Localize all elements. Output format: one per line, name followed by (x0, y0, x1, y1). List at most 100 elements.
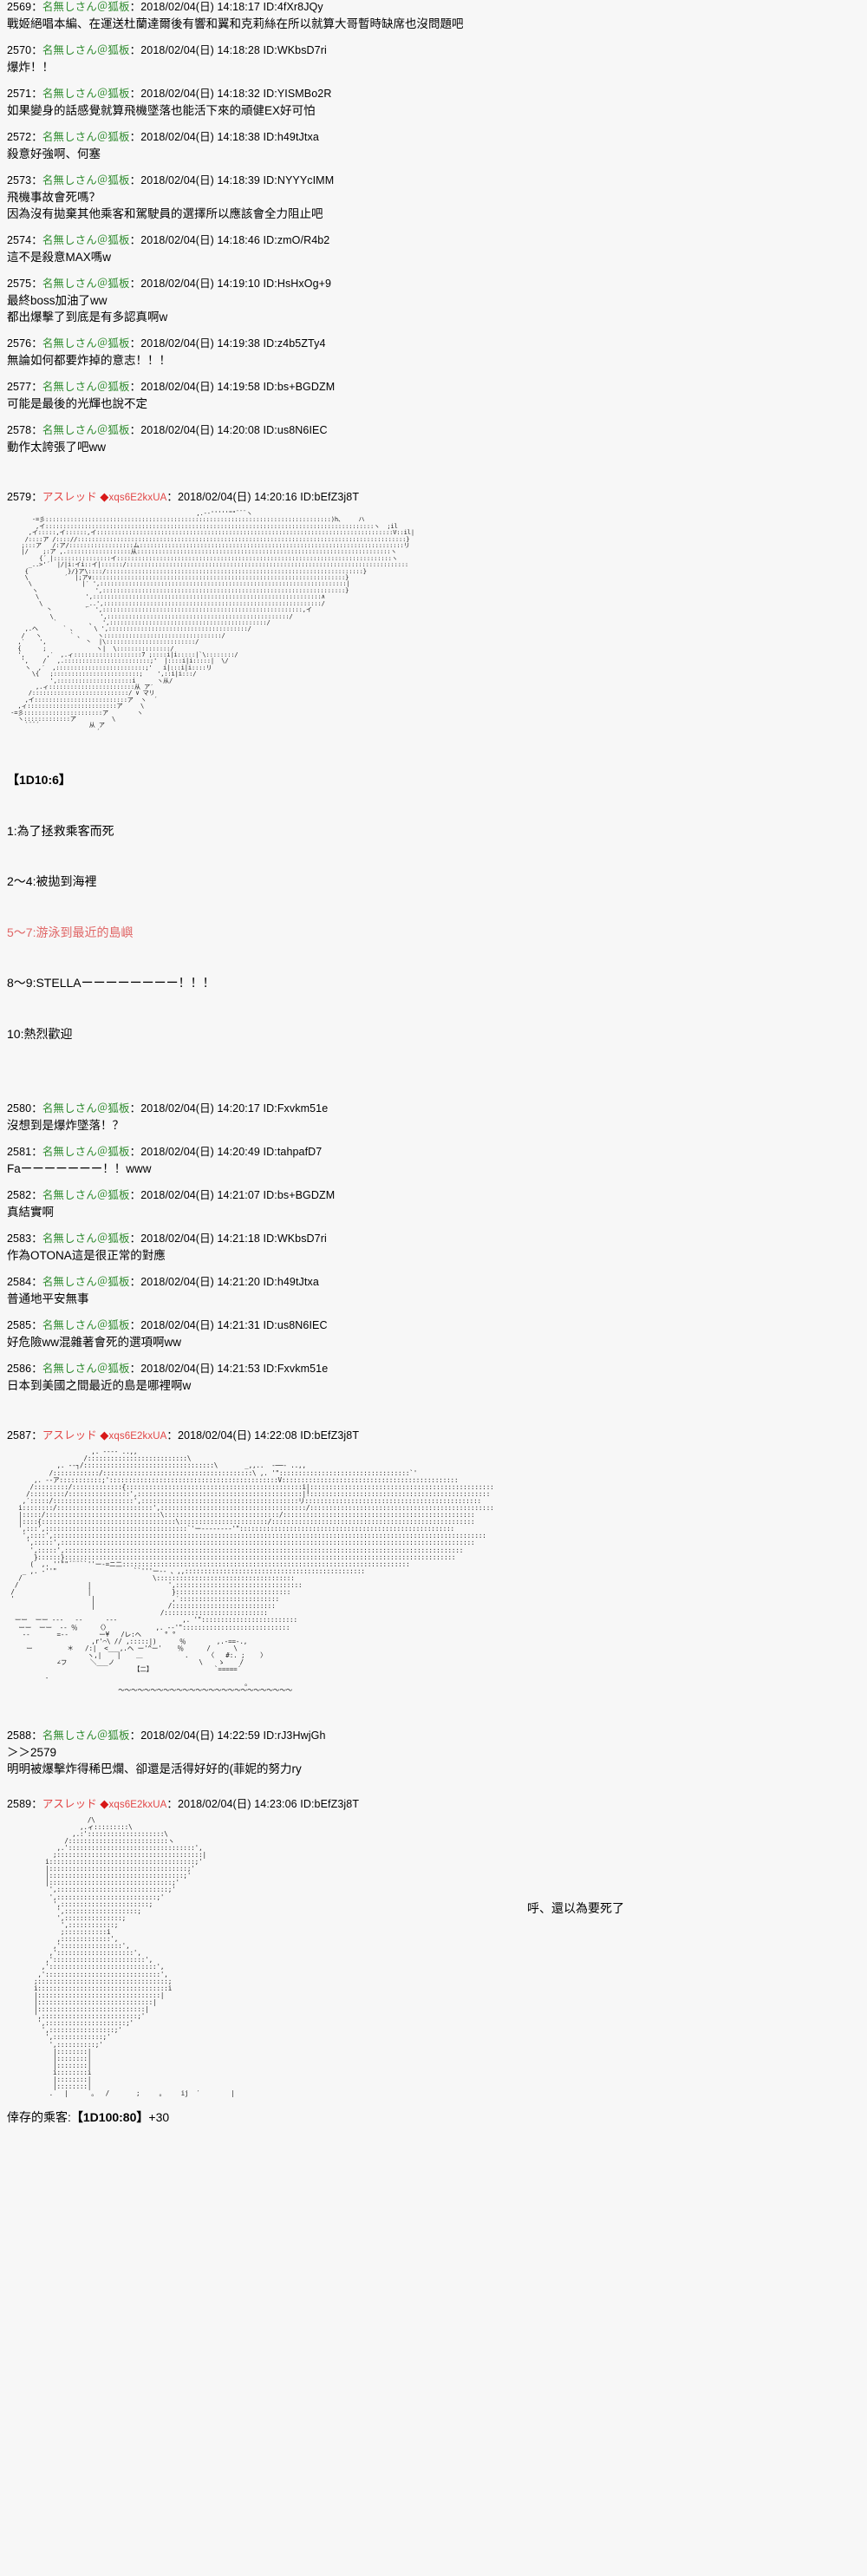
post-id: ID:bs+BGDZM (263, 1189, 336, 1202)
post-author-name: 名無しさん＠狐板 (42, 174, 130, 186)
post-number[interactable]: 2584 (7, 1276, 32, 1289)
post-body: 如果變身的話感覺就算飛機墜落也能活下來的頑健EX好可怕 (7, 104, 316, 117)
separator: ： (129, 337, 141, 350)
post-number[interactable]: 2585 (7, 1319, 32, 1332)
post-number[interactable]: 2576 (7, 337, 32, 350)
post-number[interactable]: 2572 (7, 131, 32, 143)
post-number[interactable]: 2571 (7, 88, 32, 100)
post-body: 殺意好強啊、何塞 (7, 147, 101, 160)
post-tripcode: xqs6E2kxUA (108, 1431, 167, 1442)
post-header: 2584：名無しさん＠狐板：2018/02/04(日) 14:21:20 ID:… (7, 1275, 867, 1290)
separator: ： (129, 1232, 141, 1246)
post-header: 2574：名無しさん＠狐板：2018/02/04(日) 14:18:46 ID:… (7, 233, 867, 248)
post-number[interactable]: 2579 (7, 491, 32, 503)
post-body: 飛機事故會死嗎？ 因為沒有拋棄其他乘客和駕駛員的選擇所以應該會全力阻止吧 (7, 191, 323, 220)
survivor-roll-line: 倖存的乘客:【1D100:80】+30 (0, 2109, 867, 2126)
post-number[interactable]: 2569 (7, 1, 32, 13)
post-author-name: アスレッド (42, 491, 97, 503)
post-body: 日本到美國之間最近的島是哪裡啊w (7, 1379, 192, 1393)
post-id: ID:h49tJtxa (263, 131, 319, 143)
post-header: 2579：アスレッド ◆xqs6E2kxUA：2018/02/04(日) 14:… (7, 489, 867, 506)
post-datetime: 2018/02/04(日) 14:21:31 (140, 1319, 260, 1332)
post-body: 最終boss加油了ww 都出爆擊了到底是有多認真啊w (7, 294, 168, 324)
post-author-name: 名無しさん＠狐板 (42, 1276, 130, 1289)
post-datetime: 2018/02/04(日) 14:21:18 (140, 1232, 260, 1246)
post-author-name: 名無しさん＠狐板 (42, 1146, 130, 1159)
post-2578: 2578：名無しさん＠狐板：2018/02/04(日) 14:20:08 ID:… (0, 423, 867, 455)
post-id: ID:4fXr8JQy (263, 1, 323, 13)
post-header: 2582：名無しさん＠狐板：2018/02/04(日) 14:21:07 ID:… (7, 1188, 867, 1203)
post-number[interactable]: 2587 (7, 1429, 32, 1442)
spacer (0, 467, 867, 489)
post-number[interactable]: 2586 (7, 1363, 32, 1376)
separator: ： (31, 1729, 42, 1742)
post-body: 好危險ww混雜著會死的選項啊ww (7, 1336, 181, 1350)
post-datetime: 2018/02/04(日) 14:19:58 (140, 381, 260, 393)
post-body: 可能是最後的光輝也說不定 (7, 397, 147, 410)
post-author-name: 名無しさん＠狐板 (42, 131, 130, 143)
post-id: ID:NYYYcIMM (263, 174, 335, 186)
post-number[interactable]: 2581 (7, 1146, 32, 1159)
post-number[interactable]: 2588 (7, 1729, 32, 1742)
separator: ： (31, 1276, 42, 1289)
separator: ： (31, 278, 42, 290)
post-number[interactable]: 2578 (7, 424, 32, 436)
separator: ： (129, 1729, 141, 1742)
survivor-roll-value: 【1D100:80】 (70, 2110, 149, 2125)
survivor-roll-label: 倖存的乘客: (7, 2110, 71, 2125)
post-body: 爆炸！！ (7, 61, 54, 74)
post-header: 2583：名無しさん＠狐板：2018/02/04(日) 14:21:18 ID:… (7, 1232, 867, 1246)
separator: ： (129, 44, 141, 56)
post-2585: 2585：名無しさん＠狐板：2018/02/04(日) 14:21:31 ID:… (0, 1318, 867, 1350)
ascii-art-holder: /\ ,.ィ:::::::::\ ,.:':::::::::::::::::::… (7, 1817, 867, 2098)
post-number[interactable]: 2574 (7, 234, 32, 246)
post-author-name: 名無しさん＠狐板 (42, 1232, 130, 1246)
post-author-name: 名無しさん＠狐板 (42, 234, 130, 246)
dice-option: 1:為了拯救乘客而死 (7, 823, 114, 838)
post-id: ID:zmO/R4b2 (263, 234, 330, 246)
separator: ： (31, 131, 42, 143)
post-datetime: 2018/02/04(日) 14:20:49 (140, 1146, 260, 1159)
post-author-name: 名無しさん＠狐板 (42, 1319, 130, 1332)
spacer (0, 1088, 867, 1102)
separator: ： (31, 1363, 42, 1376)
post-author-name: 名無しさん＠狐板 (42, 1729, 130, 1742)
post-number[interactable]: 2575 (7, 278, 32, 290)
post-header: 2578：名無しさん＠狐板：2018/02/04(日) 14:20:08 ID:… (7, 423, 867, 438)
post-id: ID:bs+BGDZM (263, 381, 336, 393)
post-author-name: 名無しさん＠狐板 (42, 1363, 130, 1376)
separator: ： (31, 174, 42, 186)
post-header: 2586：名無しさん＠狐板：2018/02/04(日) 14:21:53 ID:… (7, 1362, 867, 1376)
post-header: 2587：アスレッド ◆xqs6E2kxUA：2018/02/04(日) 14:… (7, 1428, 867, 1444)
post-number[interactable]: 2573 (7, 174, 32, 186)
post-author-name: 名無しさん＠狐板 (42, 424, 130, 436)
post-header: 2572：名無しさん＠狐板：2018/02/04(日) 14:18:38 ID:… (7, 130, 867, 145)
post-number[interactable]: 2583 (7, 1232, 32, 1246)
separator: ： (31, 491, 42, 503)
separator: ： (31, 1102, 42, 1115)
post-datetime: 2018/02/04(日) 14:19:38 (140, 337, 260, 350)
post-datetime: 2018/02/04(日) 14:20:08 (140, 424, 260, 436)
post-author-name: 名無しさん＠狐板 (42, 88, 130, 100)
post-header: 2577：名無しさん＠狐板：2018/02/04(日) 14:19:58 ID:… (7, 380, 867, 395)
post-number[interactable]: 2580 (7, 1102, 32, 1115)
post-author-name: 名無しさん＠狐板 (42, 381, 130, 393)
post-2569: 2569：名無しさん＠狐板：2018/02/04(日) 14:18:17 ID:… (0, 0, 867, 32)
post-datetime: 2018/02/04(日) 14:22:08 (177, 1429, 297, 1442)
dice-option-selected: 5〜7:游泳到最近的島嶼 (7, 925, 134, 939)
ascii-art-post-2589: /\ ,.ィ:::::::::\ ,.:':::::::::::::::::::… (33, 1816, 235, 2098)
post-number[interactable]: 2582 (7, 1189, 32, 1202)
separator: ： (31, 234, 42, 246)
post-2577: 2577：名無しさん＠狐板：2018/02/04(日) 14:19:58 ID:… (0, 380, 867, 412)
post-number[interactable]: 2589 (7, 1797, 32, 1810)
post-tripcode: xqs6E2kxUA (108, 1799, 167, 1810)
post-2583: 2583：名無しさん＠狐板：2018/02/04(日) 14:21:18 ID:… (0, 1232, 867, 1264)
separator: ： (31, 1797, 42, 1810)
post-2588: 2588：名無しさん＠狐板：2018/02/04(日) 14:22:59 ID:… (0, 1729, 867, 1777)
post-2589: 2589：アスレッド ◆xqs6E2kxUA：2018/02/04(日) 14:… (0, 1796, 867, 2098)
post-body: 真結實啊 (7, 1206, 54, 1219)
post-header: 2585：名無しさん＠狐板：2018/02/04(日) 14:21:31 ID:… (7, 1318, 867, 1333)
post-2579: 2579：アスレッド ◆xqs6E2kxUA：2018/02/04(日) 14:… (0, 489, 867, 1076)
post-number[interactable]: 2577 (7, 381, 32, 393)
post-number[interactable]: 2570 (7, 44, 32, 56)
